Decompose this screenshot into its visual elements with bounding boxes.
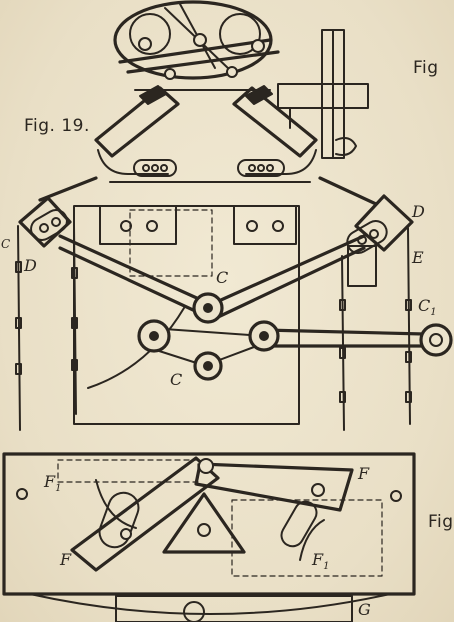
label-c-edge: C [1,237,11,251]
bottom-levers [70,456,354,572]
label-g: G [358,600,371,619]
angled-plates [94,85,318,175]
label-c-upper: C [216,268,229,287]
crossing-bars [58,234,426,367]
label-e-right: E [412,248,424,267]
top-wheel-assembly [113,0,280,91]
right-arm [318,176,414,431]
top-right-bracket [277,29,369,159]
label-f-left: F [60,550,72,569]
label-d-right: D [412,202,425,221]
label-f-right: F [358,464,370,483]
pivots [137,292,453,381]
roof-links [109,159,311,183]
main-frame [73,205,300,425]
figure-caption-bottom-right: Fig [428,512,454,532]
label-f1-left: F1 [44,472,62,495]
label-c1: C1 [418,296,437,319]
label-f1-right: F1 [312,550,330,573]
figure-caption-top-right: Fig [413,58,439,78]
label-c-lower: C [170,370,183,389]
bottom-plate [2,452,416,622]
figure-caption-19: Fig. 19. [24,116,90,136]
left-arm [15,176,98,431]
label-d-left: D [24,256,37,275]
